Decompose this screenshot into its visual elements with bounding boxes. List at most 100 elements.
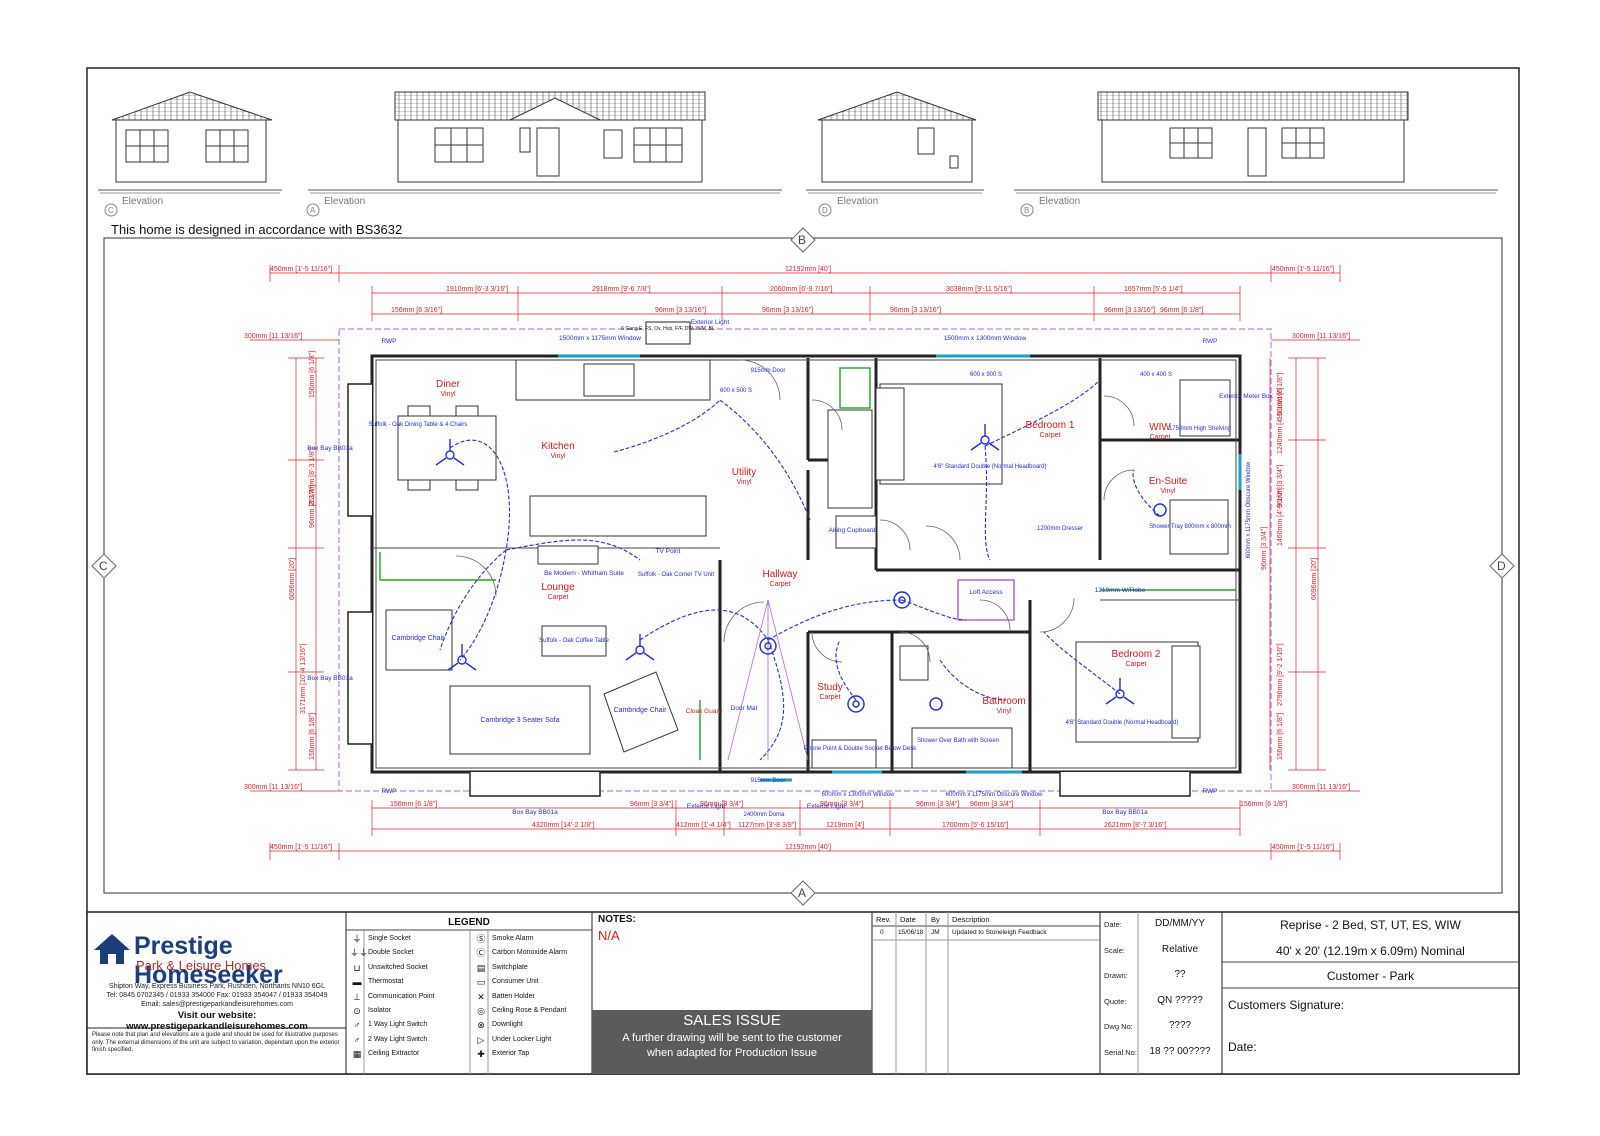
svg-text:156mm [6 1/8"]: 156mm [6 1/8"] bbox=[309, 351, 316, 398]
dimension-texts: 12192mm [40'] 450mm [1'-5 11/16"] 450mm … bbox=[244, 266, 1350, 851]
rev-header-by: By bbox=[931, 915, 940, 924]
svg-text:300mm [11 13/16"]: 300mm [11 13/16"] bbox=[1292, 784, 1350, 791]
elevation-a bbox=[308, 91, 782, 194]
legend-item: Batten Holder bbox=[492, 992, 535, 1000]
elevation-b-id: B bbox=[1024, 206, 1029, 215]
legend-title: LEGEND bbox=[448, 917, 490, 928]
legend-symbol-icon: ⏚ bbox=[352, 934, 362, 944]
svg-text:450mm [1'-5 11/16"]: 450mm [1'-5 11/16"] bbox=[1272, 266, 1334, 273]
meta-value: 18 ?? 00???? bbox=[1149, 1045, 1211, 1057]
svg-text:Loft Access: Loft Access bbox=[969, 589, 1003, 596]
svg-text:RWP: RWP bbox=[381, 788, 396, 795]
legend-item: Consumer Unit bbox=[492, 978, 539, 986]
customer: Customer - Park bbox=[1326, 969, 1415, 983]
svg-text:Box Bay BB01a: Box Bay BB01a bbox=[307, 675, 353, 682]
svg-text:450mm [1'-5 11/16"]: 450mm [1'-5 11/16"] bbox=[270, 266, 332, 273]
svg-text:96mm [3 3/4"]: 96mm [3 3/4"] bbox=[309, 485, 316, 528]
svg-text:Carpet: Carpet bbox=[819, 694, 840, 701]
svg-text:Airing Cupboard: Airing Cupboard bbox=[829, 527, 876, 534]
meta-label: Quote: bbox=[1104, 996, 1127, 1006]
svg-text:96mm [6 1/8"]: 96mm [6 1/8"] bbox=[1160, 307, 1203, 314]
rev-row-by: JM bbox=[931, 929, 940, 936]
svg-text:1910mm [6'-3 3/16"]: 1910mm [6'-3 3/16"] bbox=[446, 286, 509, 293]
legend-item: Ceiling Rose & Pendant bbox=[492, 1007, 567, 1014]
meta-value: Relative bbox=[1161, 943, 1199, 955]
svg-text:1750mm High Shelving: 1750mm High Shelving bbox=[1169, 426, 1231, 432]
elevation-a-id: A bbox=[310, 206, 316, 215]
svg-text:Cambridge Chair: Cambridge Chair bbox=[392, 635, 446, 642]
legend-item: Unswitched Socket bbox=[368, 963, 428, 971]
svg-text:96mm [3 3/4"]: 96mm [3 3/4"] bbox=[1261, 527, 1268, 570]
svg-text:6096mm [20']: 6096mm [20'] bbox=[289, 558, 296, 600]
room-labels: Diner Vinyl Kitchen Vinyl Utility Vinyl … bbox=[436, 379, 1188, 715]
legend-item: Isolator bbox=[368, 1007, 391, 1014]
svg-text:Vinyl: Vinyl bbox=[736, 479, 751, 486]
rev-row-rev: 0 bbox=[880, 929, 884, 936]
svg-text:C: C bbox=[99, 559, 108, 573]
svg-text:96mm [3 13/16"]: 96mm [3 13/16"] bbox=[655, 307, 706, 314]
svg-text:Suffolk - Oak Dining Table & 4: Suffolk - Oak Dining Table & 4 Chairs bbox=[369, 422, 468, 428]
svg-text:600mm x 1300mm Window: 600mm x 1300mm Window bbox=[822, 792, 895, 798]
meta-label: Dwg No: bbox=[1104, 1022, 1133, 1031]
svg-text:Vinyl: Vinyl bbox=[996, 708, 1011, 715]
svg-text:1219mm W/Robe: 1219mm W/Robe bbox=[1095, 587, 1146, 594]
legend-item: Smoke Alarm bbox=[492, 935, 534, 942]
legend-item: Downlight bbox=[492, 1021, 523, 1029]
meta-value: ???? bbox=[1168, 1020, 1192, 1031]
room-lounge: Lounge bbox=[541, 582, 575, 593]
website-link[interactable]: Visit our website: www.prestigeparkandle… bbox=[126, 1010, 308, 1032]
svg-text:Cloak Guard: Cloak Guard bbox=[686, 708, 723, 715]
svg-text:1240mm [4'-0 13/16"]: 1240mm [4'-0 13/16"] bbox=[1277, 387, 1284, 454]
legend-item: Exterior Tap bbox=[492, 1050, 530, 1058]
svg-text:96mm [3 3/4"]: 96mm [3 3/4"] bbox=[700, 801, 743, 808]
legend-symbol-icon: ⊙ bbox=[353, 1006, 361, 1016]
customer-signature: Customers Signature: bbox=[1228, 998, 1345, 1012]
svg-text:3171mm [10'-4 13/16"]: 3171mm [10'-4 13/16"] bbox=[300, 644, 307, 714]
legend-item: Double Socket bbox=[368, 949, 414, 957]
legend-item: Switchplate bbox=[492, 963, 528, 971]
furniture bbox=[385, 321, 1231, 769]
legend-item: 2 Way Light Switch bbox=[368, 1035, 428, 1043]
disclaimer: Please note that plan and elevations are… bbox=[92, 1032, 340, 1053]
rev-header-desc: Description bbox=[952, 915, 990, 924]
svg-text:Exterior Light: Exterior Light bbox=[691, 319, 729, 326]
room-study: Study bbox=[817, 682, 843, 693]
svg-text:Box Bay BB01a: Box Bay BB01a bbox=[1102, 809, 1148, 816]
room-utility: Utility bbox=[732, 467, 756, 478]
svg-text:300mm [11 13/16"]: 300mm [11 13/16"] bbox=[244, 333, 302, 340]
svg-text:2517mm [8'-3 1/8"]: 2517mm [8'-3 1/8"] bbox=[309, 447, 316, 506]
legend-symbol-icon: ✚ bbox=[477, 1049, 485, 1060]
elevation-c-id: C bbox=[108, 206, 114, 215]
legend-item: Carbon Monoxide Alarm bbox=[492, 949, 568, 957]
svg-text:2918mm [9'-6 7/8"]: 2918mm [9'-6 7/8"] bbox=[592, 286, 651, 293]
legend-symbol-icon: ▤ bbox=[476, 962, 486, 973]
windows bbox=[558, 354, 1242, 782]
email: Email: sales@prestigeparkandleisurehomes… bbox=[141, 1001, 293, 1008]
svg-text:Carpet: Carpet bbox=[1125, 661, 1146, 668]
svg-text:600 x 900 S: 600 x 900 S bbox=[970, 372, 1002, 378]
dimensions-layer bbox=[250, 265, 1360, 860]
room-bedroom-1: Bedroom 1 bbox=[1026, 420, 1075, 431]
gang-box-label: 6 Gang E, FS, Ov, Hob, F/F, DW, W/M, BL bbox=[621, 326, 715, 332]
elevation-marker-a: A Elevation bbox=[306, 196, 365, 217]
legend-item: Thermostat bbox=[368, 978, 404, 986]
meta-label: Serial No: bbox=[1104, 1047, 1137, 1057]
svg-text:2400mm Doma: 2400mm Doma bbox=[743, 812, 785, 818]
legend-symbol-icon: ▷ bbox=[477, 1034, 485, 1045]
rev-row-desc: Updated to Stoneleigh Feedback bbox=[952, 929, 1047, 936]
legend-item: 1 Way Light Switch bbox=[368, 1021, 428, 1029]
room-diner: Diner bbox=[436, 379, 461, 390]
svg-text:TV Point: TV Point bbox=[656, 548, 681, 555]
legend-symbol-icon: ▭ bbox=[476, 977, 486, 988]
svg-text:Shower Over Bath with Screen: Shower Over Bath with Screen bbox=[917, 738, 999, 744]
room-wiw: WIW bbox=[1149, 422, 1171, 433]
elevation-a-label: Elevation bbox=[324, 196, 365, 207]
legend-symbol-icon: ♂ bbox=[353, 1020, 361, 1031]
room-bathroom: Bathroom bbox=[982, 696, 1025, 707]
elevation-d-id: D bbox=[822, 206, 828, 215]
svg-text:96mm [3 3/4"]: 96mm [3 3/4"] bbox=[970, 801, 1013, 808]
